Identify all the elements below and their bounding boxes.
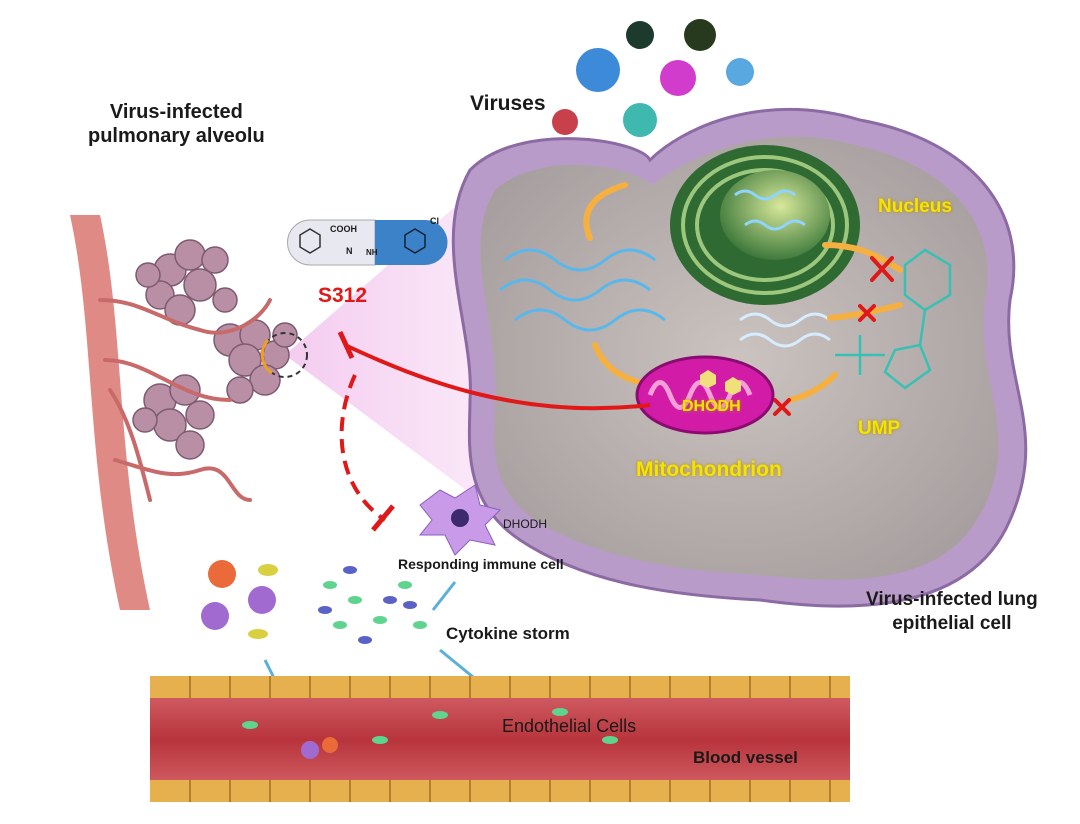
- inhibition-bar: [337, 330, 355, 360]
- immune-cell-label: Responding immune cell: [398, 556, 564, 572]
- alveolus-title: Virus-infected pulmonary alveolu: [88, 100, 265, 148]
- viruses-label: Viruses: [470, 92, 546, 115]
- inhibition-line-to-immune-cell: [339, 374, 387, 522]
- zoom-highlight-circle: [262, 332, 308, 378]
- zoom-highlight-arc: [260, 338, 273, 375]
- alveoli-clusters: [132, 239, 298, 460]
- inhibition-line-to-dhodh: [344, 343, 651, 411]
- epithelial-cell-label: Virus-infected lung epithelial cell: [866, 588, 1038, 636]
- dhodh-immune-label: DHODH: [503, 517, 547, 531]
- blood-vessel: [150, 676, 850, 802]
- epithelial-line2: epithelial cell: [892, 613, 1012, 634]
- block-marks: [773, 256, 894, 416]
- viral-rna: [499, 248, 831, 348]
- drug-cl-label: Cl: [430, 216, 439, 226]
- drug-n-label: N: [346, 246, 353, 256]
- inhibition-bar-immune: [371, 504, 395, 532]
- alveolus-title-line1: Virus-infected: [109, 101, 243, 123]
- epithelial-line1: Virus-infected lung: [866, 589, 1038, 610]
- ump-label: UMP: [858, 418, 901, 439]
- nucleus: [670, 145, 860, 305]
- mitochondrion-label: Mitochondrion: [636, 458, 782, 481]
- dhodh-mito-label: DHODH: [682, 398, 741, 415]
- nucleus-label: Nucleus: [878, 196, 952, 217]
- mitochondrion: [635, 355, 775, 435]
- bronchus: [70, 215, 150, 610]
- drug-cooh-label: COOH: [330, 224, 357, 234]
- alveolus-title-line2: pulmonary alveolu: [88, 125, 265, 147]
- cytoplasm: [480, 136, 999, 580]
- immune-cell: [418, 484, 501, 556]
- endothelial-label: Endothelial Cells: [502, 716, 637, 736]
- capillaries: [98, 298, 272, 502]
- cytokines: [318, 566, 427, 644]
- cytokine-storm-label: Cytokine storm: [446, 624, 570, 643]
- s312-capsule: [287, 219, 448, 266]
- ump-molecule: [835, 248, 952, 390]
- blood-vessel-label: Blood vessel: [693, 748, 798, 767]
- virus-particles: [552, 19, 754, 137]
- drug-nh-label: NH: [366, 248, 378, 257]
- blood-cells: [201, 560, 278, 639]
- drug-name-label: S312: [318, 284, 368, 307]
